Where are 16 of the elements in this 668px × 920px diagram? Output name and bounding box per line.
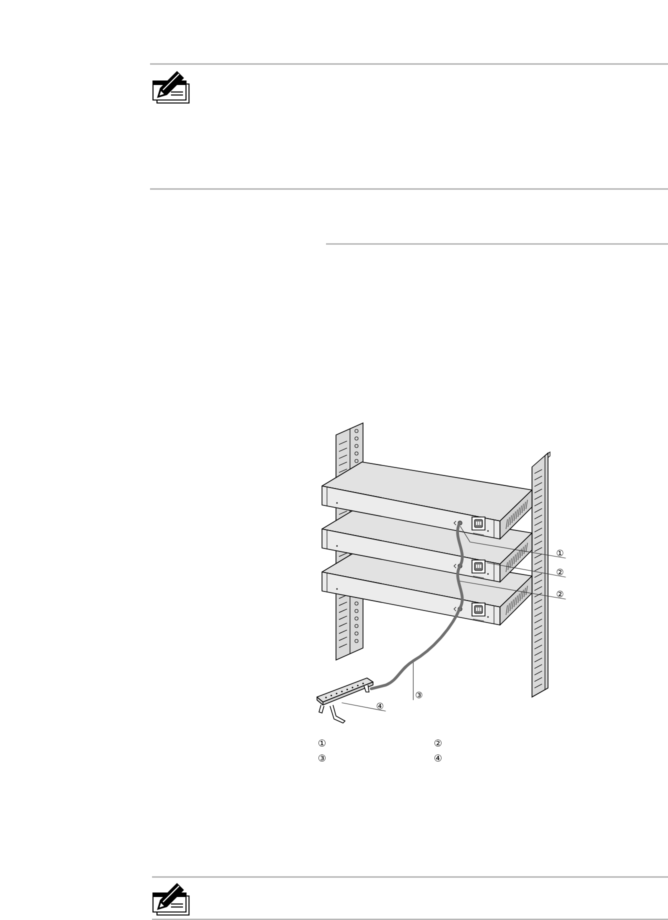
leader-line	[460, 526, 566, 558]
callout-number: ④	[376, 702, 384, 710]
callout-number: ②	[556, 568, 564, 576]
ground-bar	[316, 678, 374, 724]
callout-number: ②	[556, 590, 564, 598]
callout-number: ③	[416, 692, 422, 698]
leader-line	[412, 662, 414, 700]
switch-stack	[322, 462, 532, 626]
leader-line	[457, 580, 566, 600]
callout-number: ③	[318, 754, 326, 762]
callout-number: ①	[318, 740, 326, 746]
callout-number: ①	[556, 550, 564, 556]
callout-number: ②	[434, 740, 442, 746]
callout-number: ④	[434, 754, 442, 762]
leader-line	[486, 562, 566, 578]
cable	[370, 521, 464, 690]
